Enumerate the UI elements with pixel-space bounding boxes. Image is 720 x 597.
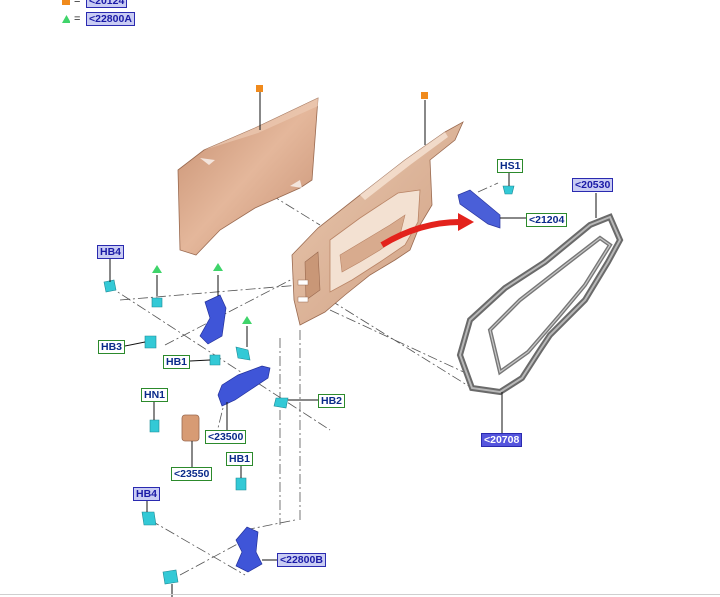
orange-marker-icon bbox=[421, 92, 428, 99]
label-hb3[interactable]: HB3 bbox=[98, 340, 126, 354]
door-inner-frame bbox=[291, 121, 464, 326]
label-hn1[interactable]: HN1 bbox=[141, 388, 169, 402]
orange-square-icon bbox=[62, 0, 70, 5]
door-check-arm bbox=[217, 365, 271, 430]
label-hs1[interactable]: HS1 bbox=[497, 159, 524, 173]
legend-equals: = bbox=[74, 0, 81, 7]
label-hb1-mid[interactable]: HB1 bbox=[163, 355, 191, 369]
label-22800b[interactable]: <22800B bbox=[277, 553, 326, 567]
label-hb2[interactable]: HB2 bbox=[318, 394, 346, 408]
legend-code-22800a[interactable]: <22800A bbox=[86, 12, 135, 26]
green-triangle-icon bbox=[62, 15, 70, 23]
orange-marker-icon bbox=[256, 85, 263, 92]
door-pad bbox=[181, 414, 200, 467]
label-21204[interactable]: <21204 bbox=[526, 213, 568, 227]
leader-lines bbox=[106, 182, 499, 576]
label-23500[interactable]: <23500 bbox=[205, 430, 247, 444]
label-hb1-low[interactable]: HB1 bbox=[226, 452, 254, 466]
label-20530[interactable]: <20530 bbox=[572, 178, 614, 192]
door-outer-panel bbox=[177, 97, 319, 256]
legend-code-20124[interactable]: <20124 bbox=[86, 0, 128, 8]
bottom-divider bbox=[0, 594, 720, 595]
bolt-icons bbox=[103, 279, 289, 585]
label-23550[interactable]: <23550 bbox=[171, 467, 213, 481]
lower-hinge bbox=[235, 526, 278, 573]
label-hb4-low[interactable]: HB4 bbox=[133, 487, 161, 501]
legend-equals: = bbox=[74, 13, 81, 25]
label-hb4-top[interactable]: HB4 bbox=[97, 245, 125, 259]
upper-hinge bbox=[199, 275, 227, 345]
door-seal bbox=[456, 193, 624, 433]
red-direction-arrow bbox=[380, 213, 474, 248]
trim-bracket bbox=[457, 189, 527, 229]
green-marker-icon bbox=[152, 263, 252, 324]
hs1-clip bbox=[502, 172, 515, 195]
label-20708[interactable]: <20708 bbox=[481, 433, 523, 447]
